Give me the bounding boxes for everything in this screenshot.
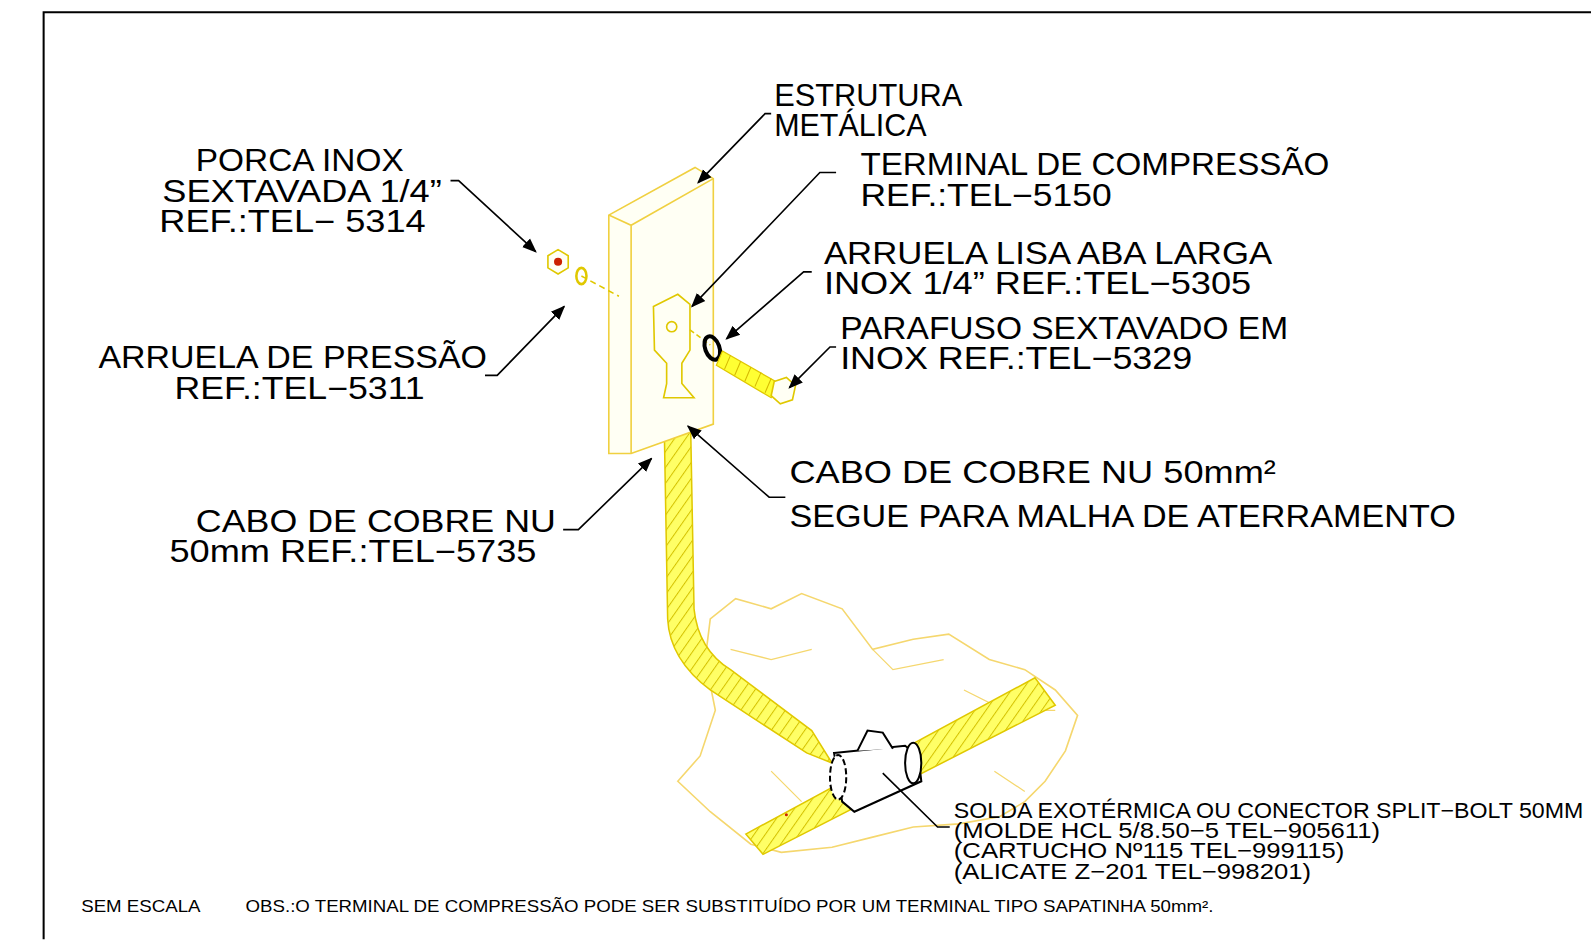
callout-label: SOLDA EXOTÉRMICA OU CONECTOR SPLIT−BOLT … (954, 800, 1584, 822)
note-text: OBS.:O TERMINAL DE COMPRESSÃO PODE SER S… (246, 899, 1214, 915)
nut-hole (554, 258, 562, 266)
mark-dot (785, 813, 788, 816)
callout-label: INOX REF.:TEL−5329 (840, 343, 1192, 374)
callout-label: CABO DE COBRE NU 50mm² (789, 457, 1275, 488)
callout-label: SEGUE PARA MALHA DE ATERRAMENTO (789, 500, 1455, 531)
bolt-head (771, 377, 795, 403)
hex-nut (548, 250, 568, 274)
compression-terminal (653, 294, 694, 397)
callout-label: (ALICATE Z−201 TEL−998201) (954, 860, 1311, 882)
lock-washer (576, 268, 586, 284)
bolt-threads (724, 355, 771, 393)
sheet-frame (44, 12, 1591, 939)
callout-label: (MOLDE HCL 5/8.50−5 TEL−905611) (954, 820, 1380, 842)
callout-label: REF.:TEL−5311 (175, 372, 425, 403)
callout-label: CABO DE COBRE NU (196, 505, 556, 536)
callout-label: TERMINAL DE COMPRESSÃO (860, 148, 1329, 179)
callout-label: METÁLICA (774, 110, 926, 141)
callout-label: PORCA INOX (196, 145, 404, 176)
callout-label: PARAFUSO SEXTAVADO EM (840, 313, 1288, 344)
bolt-shaft (716, 351, 779, 398)
callout-label: ESTRUTURA (774, 79, 962, 110)
callout-label: ARRUELA LISA ABA LARGA (824, 237, 1272, 268)
down-cable (664, 391, 832, 763)
callout-label: SEXTAVADA 1/4” (162, 176, 441, 207)
callout-label: INOX 1/4” REF.:TEL−5305 (824, 268, 1251, 299)
callout-label: REF.:TEL−5150 (860, 180, 1111, 211)
callout-label: REF.:TEL− 5314 (159, 206, 425, 237)
metal-structure (609, 167, 714, 453)
note-text: SEM ESCALA (81, 899, 200, 915)
callout-label: (CARTUCHO Nº115 TEL−999115) (954, 840, 1345, 862)
exothermic-connector (830, 731, 921, 812)
callout-label: 50mm REF.:TEL−5735 (169, 536, 536, 567)
callout-label: ARRUELA DE PRESSÃO (98, 342, 487, 373)
